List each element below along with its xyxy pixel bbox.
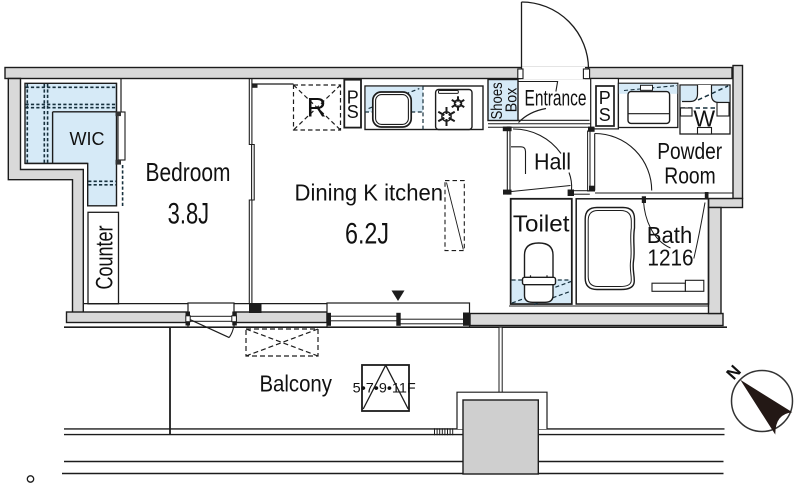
- svg-text:R: R: [307, 93, 327, 123]
- svg-text:Box: Box: [504, 87, 521, 112]
- svg-text:Entrance: Entrance: [525, 86, 587, 111]
- svg-text:6.2J: 6.2J: [345, 217, 389, 250]
- svg-text:5•7•9•11F: 5•7•9•11F: [353, 379, 416, 395]
- svg-text:W: W: [693, 106, 715, 132]
- svg-text:Room: Room: [664, 163, 716, 189]
- svg-text:Bath: Bath: [647, 222, 693, 248]
- svg-text:Powder: Powder: [657, 138, 722, 164]
- svg-text:S: S: [347, 102, 359, 122]
- svg-text:1216: 1216: [647, 244, 693, 270]
- svg-text:P: P: [599, 88, 611, 108]
- svg-text:Toilet: Toilet: [513, 211, 570, 237]
- svg-text:P: P: [347, 88, 359, 108]
- svg-text:3.8J: 3.8J: [168, 197, 210, 230]
- svg-text:Bedroom: Bedroom: [146, 157, 231, 187]
- svg-text:Balcony: Balcony: [259, 370, 332, 396]
- svg-text:Shoes: Shoes: [489, 82, 506, 119]
- svg-text:Counter: Counter: [92, 226, 119, 290]
- svg-text:S: S: [599, 105, 611, 125]
- svg-text:Dining K itchen: Dining K itchen: [295, 180, 444, 206]
- svg-text:Hall: Hall: [534, 149, 571, 175]
- svg-text:WIC: WIC: [70, 128, 105, 149]
